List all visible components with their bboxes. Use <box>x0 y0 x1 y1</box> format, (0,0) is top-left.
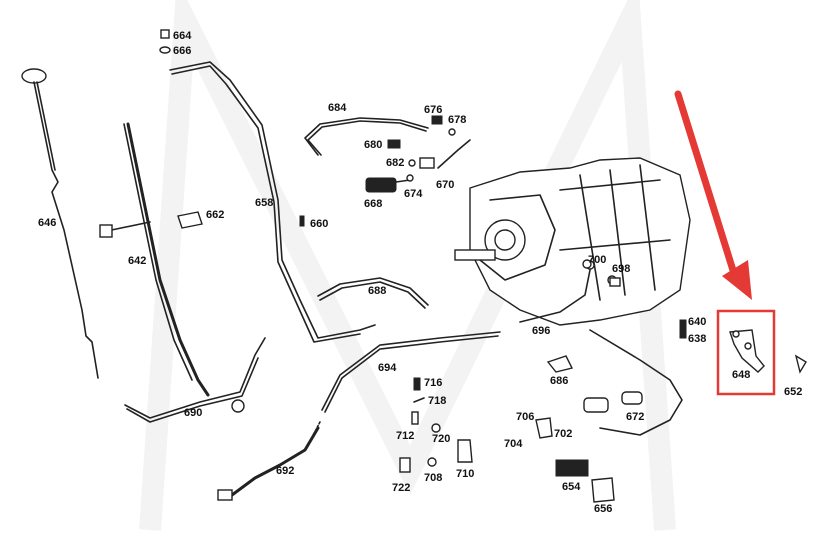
label-700: 700 <box>588 254 606 266</box>
label-680: 680 <box>364 139 382 151</box>
label-658: 658 <box>255 197 273 209</box>
label-662: 662 <box>206 209 224 221</box>
label-670: 670 <box>436 179 454 191</box>
part-694-line <box>321 331 501 413</box>
fittings-cluster-top <box>387 115 471 182</box>
label-684: 684 <box>328 102 347 114</box>
label-672: 672 <box>626 411 644 423</box>
part-660-bolt <box>299 215 305 227</box>
label-720: 720 <box>432 433 450 445</box>
label-688: 688 <box>368 285 386 297</box>
label-656: 656 <box>594 503 612 515</box>
label-648: 648 <box>732 369 750 381</box>
label-676: 676 <box>424 104 442 116</box>
label-716: 716 <box>424 377 442 389</box>
label-674: 674 <box>404 188 423 200</box>
label-640: 640 <box>688 316 706 328</box>
label-642: 642 <box>128 255 146 267</box>
part-642-tube <box>99 122 210 397</box>
label-722: 722 <box>392 482 410 494</box>
transmission-housing <box>454 157 691 326</box>
part-646-dipstick <box>21 68 99 379</box>
part-690-line <box>124 337 266 423</box>
label-696: 696 <box>532 325 550 337</box>
label-710: 710 <box>456 468 474 480</box>
labels: 646 642 662 664 666 658 660 684 676 678 … <box>38 30 802 515</box>
part-648-bracket <box>729 329 765 373</box>
label-686: 686 <box>550 375 568 387</box>
red-arrow <box>674 90 752 300</box>
label-654: 654 <box>562 481 581 493</box>
label-692: 692 <box>276 465 294 477</box>
part-696-line <box>519 269 683 436</box>
label-702: 702 <box>554 428 572 440</box>
part-664-bolt <box>159 29 171 54</box>
highlight-box <box>716 309 776 396</box>
label-698: 698 <box>612 263 630 275</box>
label-666: 666 <box>173 45 191 57</box>
label-664: 664 <box>173 30 192 42</box>
label-694: 694 <box>378 362 397 374</box>
label-668: 668 <box>364 198 382 210</box>
part-684-line <box>304 117 429 156</box>
part-662-bracket <box>177 211 203 229</box>
label-718: 718 <box>428 395 446 407</box>
label-690: 690 <box>184 407 202 419</box>
label-712: 712 <box>396 430 414 442</box>
label-660: 660 <box>310 218 328 230</box>
label-678: 678 <box>448 114 466 126</box>
part-692-hose <box>217 421 321 501</box>
label-646: 646 <box>38 217 56 229</box>
part-658-line <box>169 61 376 343</box>
label-682: 682 <box>386 157 404 169</box>
small-parts-cluster <box>399 259 807 503</box>
part-688-line <box>317 277 429 309</box>
label-708: 708 <box>424 472 442 484</box>
label-652: 652 <box>784 386 802 398</box>
label-638: 638 <box>688 333 706 345</box>
label-704: 704 <box>504 438 523 450</box>
label-706: 706 <box>516 411 534 423</box>
